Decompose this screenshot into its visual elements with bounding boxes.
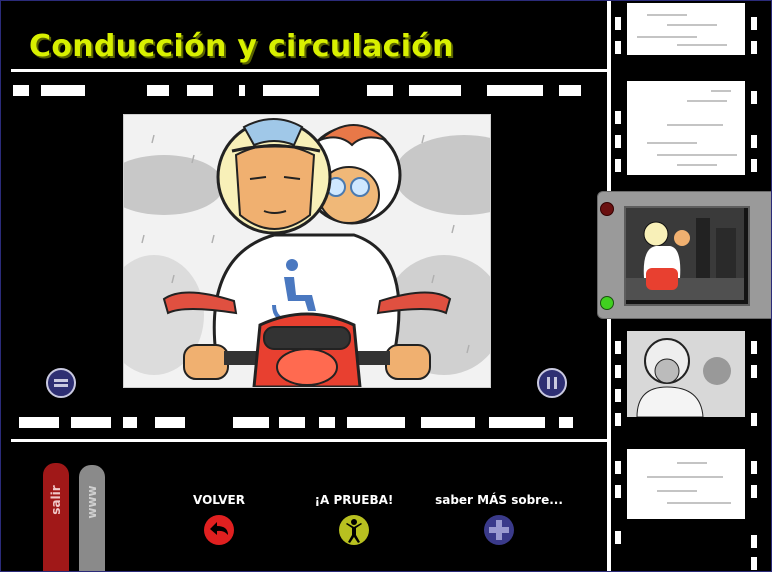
motorcycle-riders-illustration: [124, 115, 490, 387]
status-led-red: [600, 202, 614, 216]
exit-tab[interactable]: salir: [43, 463, 69, 571]
test-button[interactable]: ¡A PRUEBA!: [299, 493, 409, 547]
learn-more-label: saber MÁS sobre...: [435, 493, 563, 507]
exit-tab-label: salir: [49, 485, 63, 515]
back-button[interactable]: VOLVER: [179, 493, 259, 547]
www-tab-label: www: [85, 485, 99, 519]
thumbnail-5[interactable]: [627, 449, 745, 519]
test-label: ¡A PRUEBA!: [314, 493, 394, 507]
rewind-icon: [54, 379, 68, 387]
rider-close-thumbnail: [627, 331, 745, 417]
blank-frame-sketch: [637, 14, 727, 46]
status-led-green: [600, 296, 614, 310]
www-tab[interactable]: www: [79, 465, 105, 571]
plus-icon: [484, 515, 514, 545]
scene-illustration: [123, 114, 491, 388]
thumbnail-4[interactable]: [627, 331, 745, 417]
blank-frame-sketch: [647, 90, 737, 166]
thumbnail-2[interactable]: [627, 81, 745, 175]
thumbnail-1[interactable]: [627, 3, 745, 55]
motorcycle-thumbnail: [626, 208, 744, 300]
pause-icon: [547, 377, 557, 389]
back-label: VOLVER: [193, 493, 245, 507]
divider-bottom: [11, 439, 607, 442]
rewind-button[interactable]: [46, 368, 76, 398]
pause-button[interactable]: [537, 368, 567, 398]
back-arrow-icon: [204, 515, 234, 545]
thumbnail-3-active[interactable]: [624, 206, 750, 306]
page-title: Conducción y circulación: [29, 29, 454, 64]
person-test-icon: [339, 515, 369, 545]
divider-top: [11, 69, 607, 72]
learn-more-button[interactable]: saber MÁS sobre...: [431, 493, 567, 547]
blank-frame-sketch: [647, 462, 731, 504]
active-frame-viewer: [597, 191, 771, 319]
